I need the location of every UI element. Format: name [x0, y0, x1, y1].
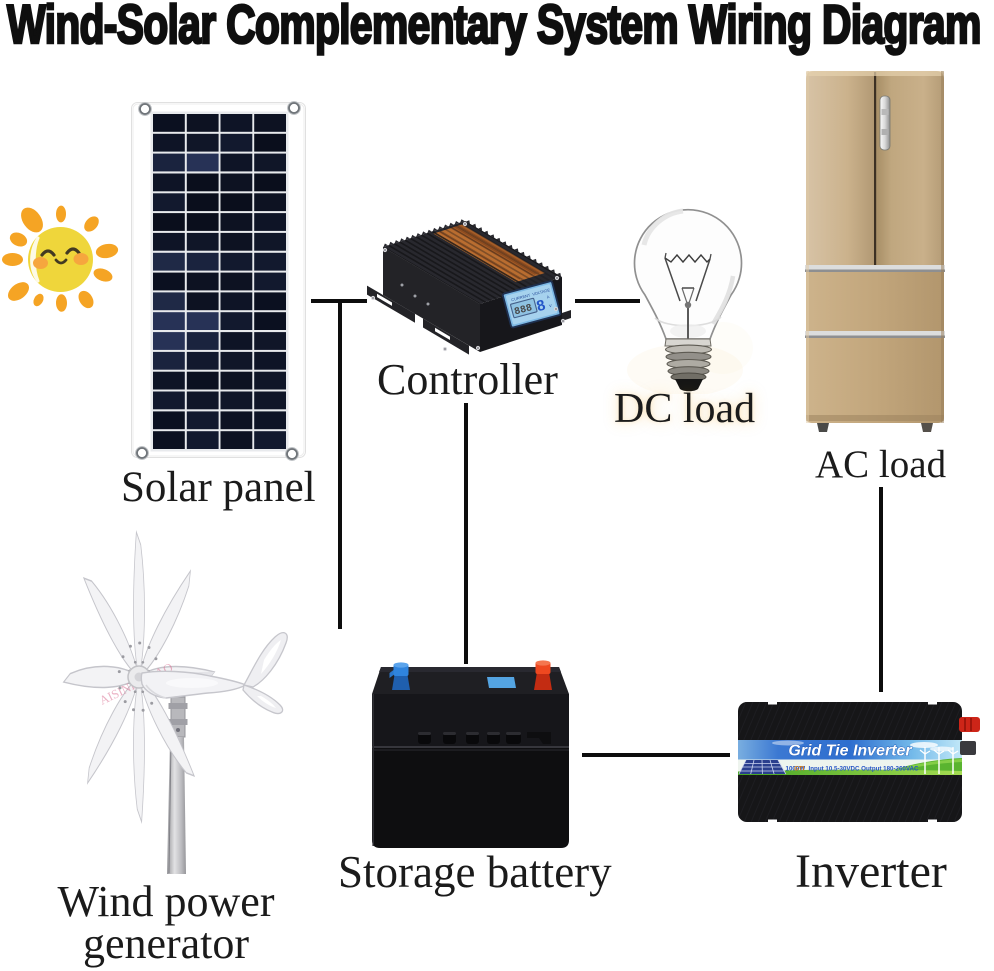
svg-text:1000W Input 10.5-30VDC Output: 1000W Input 10.5-30VDC Output 180-260VAC [786, 766, 919, 773]
svg-text:A: A [546, 294, 550, 300]
svg-text:888: 888 [513, 303, 533, 318]
svg-text:V: V [548, 303, 552, 309]
svg-text:Grid Tie Inverter: Grid Tie Inverter [788, 743, 912, 760]
svg-text:GTI: GTI [794, 766, 805, 773]
